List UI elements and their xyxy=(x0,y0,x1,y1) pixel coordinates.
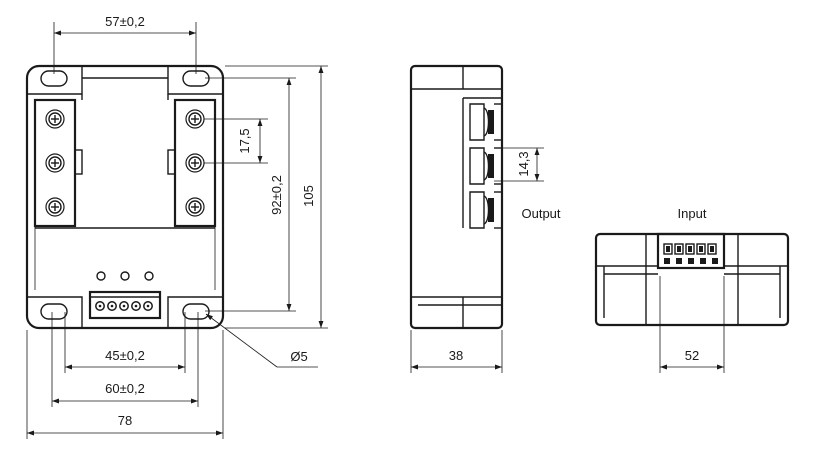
side-view: 14,3 Output 38 xyxy=(409,64,561,373)
bottom-input-connector xyxy=(656,232,726,270)
svg-text:105: 105 xyxy=(301,185,316,207)
side-terminals xyxy=(469,103,502,229)
dim-mount-bottom-inner: 45±0,2 xyxy=(64,312,186,373)
led-indicator-icon xyxy=(144,271,154,281)
dim-side-pitch: 14,3 xyxy=(494,147,544,182)
svg-text:14,3: 14,3 xyxy=(516,151,531,176)
svg-text:52: 52 xyxy=(685,348,699,363)
svg-text:45±0,2: 45±0,2 xyxy=(105,348,145,363)
terminal-screw-icon xyxy=(45,197,65,217)
dim-input-pitch: 52 xyxy=(659,276,725,373)
label-input: Input xyxy=(678,206,707,221)
input-connector-pins xyxy=(95,301,153,311)
svg-text:60±0,2: 60±0,2 xyxy=(105,381,145,396)
dim-mount-height: 92±0,2 xyxy=(205,77,296,312)
mount-slot-bottom-left xyxy=(40,303,68,320)
mount-slot-bottom-right xyxy=(182,303,210,320)
svg-text:78: 78 xyxy=(118,413,132,428)
terminal-screw-icon xyxy=(45,153,65,173)
terminal-screw-icon xyxy=(185,109,205,129)
svg-text:Ø5: Ø5 xyxy=(290,349,307,364)
dim-height-total: 105 xyxy=(225,65,328,329)
svg-text:92±0,2: 92±0,2 xyxy=(269,175,284,215)
dim-hole-diameter: Ø5 xyxy=(205,313,318,368)
terminal-screw-icon xyxy=(185,197,205,217)
bottom-flange xyxy=(27,296,83,328)
dim-depth: 38 xyxy=(410,330,503,373)
front-view: 57±0,2 17,5 92±0,2 105 45±0, xyxy=(25,14,328,439)
front-body-outline xyxy=(25,64,225,330)
dim-terminal-pitch: 17,5 xyxy=(204,118,268,164)
svg-text:38: 38 xyxy=(449,348,463,363)
terminal-screw-icon xyxy=(185,153,205,173)
dim-mount-bottom-outer: 60±0,2 xyxy=(51,312,199,407)
side-body-outline xyxy=(409,64,504,330)
bottom-view: Input 52 xyxy=(594,206,790,373)
led-indicator-icon xyxy=(120,271,130,281)
label-output: Output xyxy=(521,206,560,221)
dim-width-total: 78 xyxy=(26,330,224,439)
svg-text:57±0,2: 57±0,2 xyxy=(105,14,145,29)
led-indicator-icon xyxy=(96,271,106,281)
dim-mount-top: 57±0,2 xyxy=(53,14,197,74)
input-connector xyxy=(88,290,162,320)
svg-text:17,5: 17,5 xyxy=(237,128,252,153)
top-flange xyxy=(27,66,83,95)
terminal-screw-icon xyxy=(45,109,65,129)
